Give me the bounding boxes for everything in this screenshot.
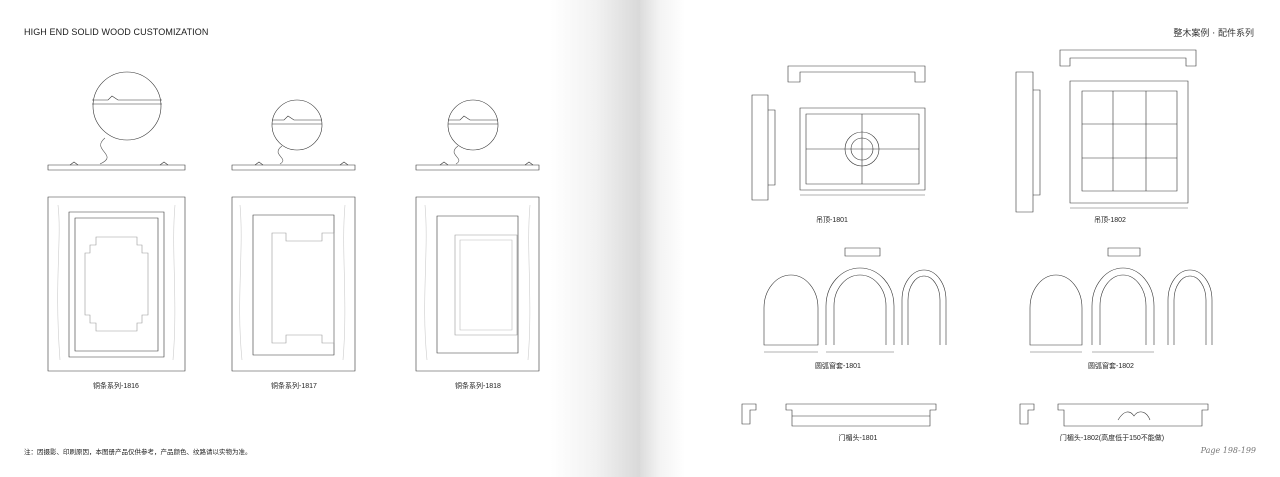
- arch-side: [1168, 270, 1212, 345]
- copper-inlay: [85, 237, 148, 331]
- ceiling-plan: [800, 108, 925, 190]
- door-1816-drawing: [48, 72, 185, 371]
- profile-detail: [92, 96, 162, 104]
- disclaimer-note: 注：因摄影、印刷原因，本图册产品仅供参考，产品颜色、纹路请以实物为准。: [24, 449, 252, 456]
- caption-lintel-1801: 门楣头-1801: [838, 435, 878, 442]
- caption-arch-1802: 圆弧窗套-1802: [1088, 363, 1134, 370]
- ceiling-section-top: [788, 66, 925, 82]
- ceiling-plan: [1070, 81, 1188, 203]
- ceiling-plan-inner: [1082, 91, 1177, 191]
- door-caption-1816: 铜条系列-1816: [93, 383, 139, 390]
- ceiling-grid: [806, 114, 919, 184]
- right-page: [640, 0, 1280, 477]
- leader-line: [454, 146, 459, 164]
- leader-line: [100, 138, 107, 164]
- door-panel: [437, 216, 518, 353]
- arch-frame-inner: [834, 275, 886, 345]
- profile-detail: [448, 116, 498, 124]
- lintel-1801-drawing: [742, 404, 936, 426]
- door-frame: [416, 197, 539, 371]
- arch-elevation: [1030, 275, 1082, 345]
- wood-grain: [425, 205, 530, 360]
- door-frame: [48, 197, 185, 371]
- arch-1801-drawing: [764, 248, 946, 352]
- door-1818-drawing: [416, 100, 539, 371]
- door-panel: [69, 212, 164, 357]
- ceiling-section-top: [1060, 50, 1196, 66]
- series-title: 整木案例 · 配件系列: [1173, 29, 1254, 39]
- arch-1802-drawing: [1030, 248, 1212, 352]
- lintel-elevation: [1058, 404, 1208, 426]
- copper-inlay: [455, 235, 517, 335]
- section-profile: [416, 165, 539, 170]
- ceiling-rosette-inner: [851, 138, 873, 160]
- door-frame: [232, 197, 355, 371]
- caption-arch-1801: 圆弧窗套-1801: [815, 363, 861, 370]
- door-inner-panel: [75, 218, 158, 351]
- lintel-elevation: [786, 404, 936, 426]
- section-detail: [255, 162, 348, 165]
- caption-ceiling-1801: 吊顶-1801: [816, 217, 848, 224]
- ceiling-rosette: [845, 132, 879, 166]
- ceiling-grid: [1082, 91, 1177, 191]
- brand-heading: HIGH END SOLID WOOD CUSTOMIZATION: [24, 27, 209, 37]
- arch-frame-inner: [1100, 275, 1146, 345]
- caption-lintel-1802: 门楣头-1802(高度低于150不能做): [1059, 435, 1165, 442]
- lintel-section: [1020, 404, 1034, 424]
- page-number: Page 198-199: [1200, 446, 1256, 455]
- ceiling-section-side: [1016, 72, 1040, 212]
- ceiling-1801-drawing: [752, 66, 925, 200]
- lintel-carving: [1118, 412, 1150, 420]
- copper-inlay-inner: [460, 240, 512, 330]
- arch-section: [1108, 248, 1140, 256]
- arch-frame: [826, 268, 894, 345]
- wood-grain: [240, 205, 345, 360]
- detail-callout-circle: [272, 100, 322, 150]
- door-caption-1817: 铜条系列-1817: [271, 383, 317, 390]
- caption-ceiling-1802: 吊顶-1802: [1094, 217, 1126, 224]
- arch-section: [845, 248, 880, 256]
- arch-side: [902, 270, 946, 345]
- section-profile: [48, 165, 185, 170]
- detail-callout-circle: [93, 72, 161, 140]
- lintel-1802-drawing: [1020, 404, 1208, 426]
- door-1817-drawing: [232, 100, 355, 371]
- door-caption-1818: 铜条系列-1818: [455, 383, 501, 390]
- ceiling-section-side: [752, 95, 775, 200]
- wood-grain: [58, 205, 175, 360]
- arch-frame: [1092, 268, 1154, 345]
- ceiling-1802-drawing: [1016, 50, 1196, 212]
- section-profile: [232, 165, 355, 170]
- profile-detail: [272, 116, 322, 124]
- section-detail: [70, 162, 168, 165]
- lintel-section: [742, 404, 756, 424]
- left-page: [0, 0, 640, 477]
- section-detail: [440, 162, 533, 165]
- leader-line: [278, 146, 283, 164]
- detail-callout-circle: [448, 100, 498, 150]
- arch-elevation: [764, 275, 818, 345]
- copper-inlay: [272, 233, 334, 343]
